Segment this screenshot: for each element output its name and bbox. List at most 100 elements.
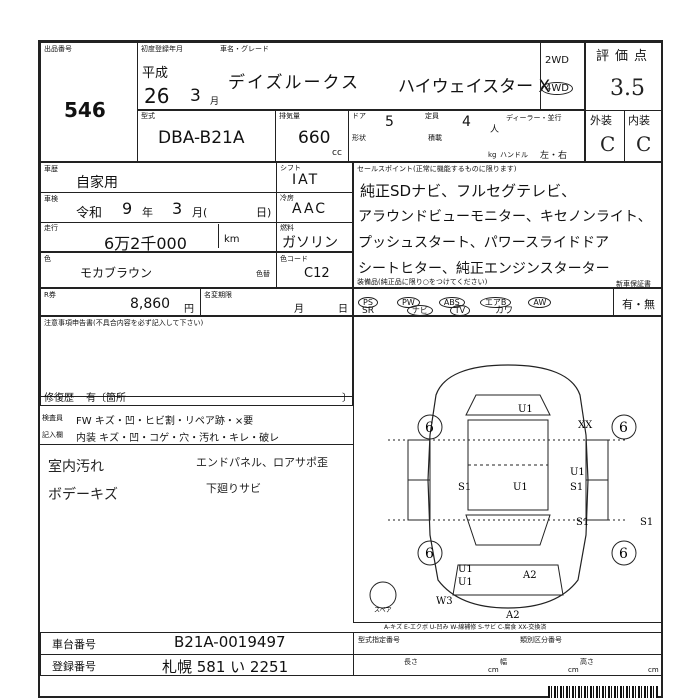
expire-day: 日 (338, 304, 348, 315)
footer-line (40, 654, 663, 655)
first-reg-label: 初度登録年月 (141, 45, 183, 53)
damage-rear-2: A2 (505, 610, 520, 621)
lot-label: 出品番号 (44, 45, 72, 53)
sales-line-4: シートヒター、純正エンジンスターター (358, 261, 610, 277)
sales-points-box (353, 162, 663, 288)
repair-label: 修復歴 (44, 393, 74, 404)
handle-options: 左・右 (540, 151, 568, 161)
damage-side-left: S1 (576, 517, 589, 528)
equip-navi: ナビ (406, 305, 433, 316)
history-label: 車歴 (44, 165, 58, 173)
model-label: 型式 (141, 112, 155, 120)
usage-line-1 (40, 192, 353, 193)
usage-box (40, 162, 353, 252)
expire-month: 月 (294, 304, 304, 315)
equip-aw: AW (528, 297, 552, 308)
equipment-box (353, 288, 663, 316)
inspector-label: 検査員 (42, 414, 63, 422)
name-grade-label: 車名・グレード (220, 45, 269, 53)
repair-value: 有〔箇所 (86, 393, 126, 404)
dealer-label: ディーラー・並行 (506, 114, 562, 122)
sales-points-label: セールスポイント(正常に機能するものに限ります) (357, 165, 517, 173)
plate-number: 札幌 581 い 2251 (162, 658, 289, 676)
equipment-label: 装備品(純正品に限り○をつけてください) (357, 278, 488, 286)
inspector-row-1: FW キズ・凹・ヒビ割・リペア跡・×要 (76, 416, 254, 427)
int-grade: C (636, 132, 652, 156)
equip-tv: TV (449, 305, 471, 316)
year-unit: 年 (142, 206, 153, 219)
inspection-year: 9 (122, 199, 133, 218)
hand-note-1: 室内汚れ (48, 459, 104, 475)
month-unit: 月 (210, 97, 220, 107)
recycle-box (40, 288, 353, 316)
inspector-row-2: 内装 キズ・凹・コゲ・穴・汚れ・キレ・破レ (76, 433, 280, 444)
score-split (624, 110, 625, 162)
inspection-month: 3 (172, 199, 183, 218)
diagram-legend: A-キズ E-エクボ U-凹み W-線補修 S-サビ C-腐食 XX-交換済 (384, 624, 547, 631)
damage-mid-4: U1 (570, 467, 585, 478)
fuel: ガソリン (282, 235, 338, 251)
footer-div (353, 632, 354, 676)
color-no-label: 色替 (256, 270, 270, 278)
height-unit: cm (648, 666, 659, 674)
barcode (548, 686, 658, 698)
km-unit: km (224, 234, 240, 245)
reg-year: 26 (144, 84, 170, 108)
inspection-month-unit: 月( (192, 206, 208, 219)
sales-line-2: アラウンドビューモニター、キセノンライト、 (358, 209, 652, 225)
inspector-line (40, 444, 353, 445)
drive-box (540, 42, 585, 110)
yen-unit: 円 (184, 304, 194, 315)
damage-rear-5: U1 (458, 577, 473, 588)
color-code-label: 色コード (280, 255, 308, 263)
damage-rear-4: U1 (458, 564, 473, 575)
tyre-mark-fr: 6 (619, 420, 628, 436)
inspector-panel (353, 316, 663, 623)
sales-line-3: プッシュスタート、パワースライドドア (358, 235, 610, 251)
load-label: 積載 (428, 134, 442, 142)
color-label: 色 (44, 255, 51, 263)
door-count: 5 (385, 114, 394, 130)
person-unit: 人 (490, 125, 500, 135)
fuel-label: 燃料 (280, 224, 294, 232)
reg-month: 3 (190, 86, 201, 106)
equip-sr: SR (362, 306, 374, 316)
kg-unit: kg (488, 151, 497, 159)
recycle-amount: 8,860 (130, 296, 171, 312)
chassis-label: 車台番号 (52, 638, 96, 651)
width-label: 幅 (500, 658, 507, 666)
color-code: C12 (304, 266, 330, 281)
ext-grade: C (600, 132, 616, 156)
damage-rear-1: A2 (522, 570, 537, 581)
usage-shift-div (276, 162, 277, 252)
recycle-div (200, 288, 201, 316)
recycle-label: R券 (44, 291, 56, 299)
ac: AAC (292, 201, 328, 217)
shape-label: 形状 (352, 134, 366, 142)
record-label: 記入欄 (42, 431, 63, 439)
damage-front-right: XX (578, 420, 593, 431)
color-box (40, 252, 353, 288)
damage-mid-1: S1 (458, 482, 471, 493)
damage-mid-3: S1 (570, 482, 583, 493)
shift: IAT (292, 172, 320, 188)
capacity: 4 (462, 114, 471, 130)
int-label: 内装 (628, 114, 650, 127)
warranty-label: 新車保証書 (616, 280, 651, 288)
car-grade: ハイウェイスター X (398, 77, 551, 97)
spec-box (137, 110, 585, 162)
tyre-mark-rl: 6 (425, 546, 434, 562)
color-code-div (276, 252, 277, 288)
score-label: 評価点 (596, 49, 654, 64)
ext-label: 外装 (590, 114, 612, 127)
spec-div-2 (348, 110, 349, 162)
damage-roof: U1 (518, 404, 533, 415)
height-label: 高さ (580, 658, 594, 666)
tyre-mark-rr: 6 (619, 546, 628, 562)
km-div (218, 224, 219, 248)
hand-note-3: エンドパネル、ロアサポ歪 (196, 456, 328, 469)
equipment-row-2: SR ナビ TV カワ (362, 303, 513, 316)
hand-note-4: 下廻りサビ (206, 482, 261, 495)
score-value: 3.5 (610, 76, 645, 101)
class-number-label: 類別区分番号 (520, 636, 562, 644)
